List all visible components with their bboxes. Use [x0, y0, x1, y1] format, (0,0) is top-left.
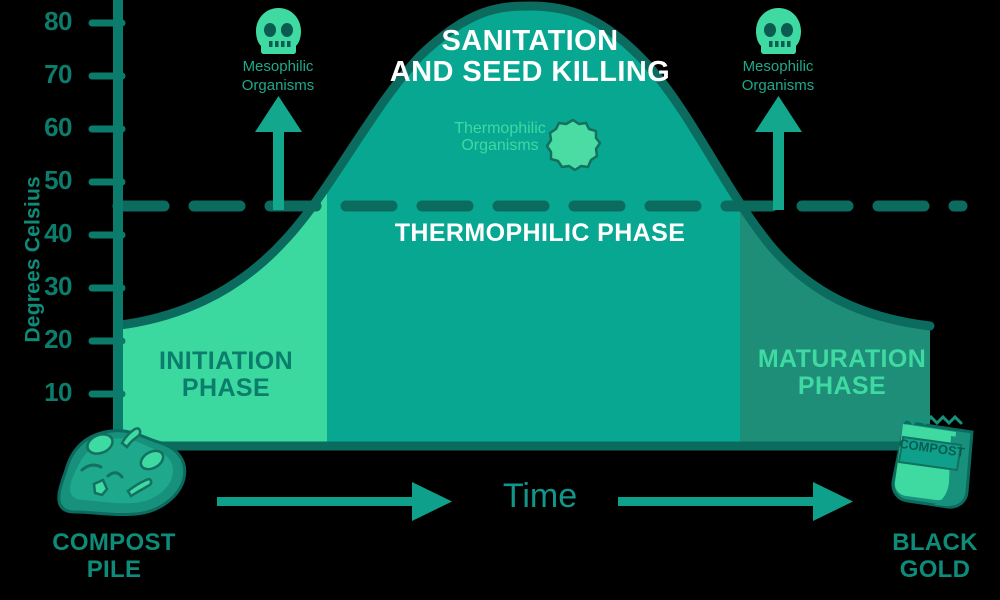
temperature-curve [115, 1, 935, 331]
mesophilic-organisms-right-label: Mesophilic Organisms [741, 58, 815, 94]
initiation-phase-label: INITIATION PHASE [158, 347, 294, 402]
skull-right-icon [756, 8, 801, 54]
thermophilic-phase-label: THERMOPHILIC PHASE [394, 219, 686, 247]
area-thermophilic-phase [327, 6, 740, 444]
y-tick-30: 30 [44, 271, 72, 301]
y-tick-60: 60 [44, 112, 72, 142]
compost-pile-illustration [57, 427, 187, 517]
black-gold-label: BLACK GOLD [892, 529, 978, 583]
y-tick-80: 80 [44, 6, 72, 36]
thermophilic-organisms-label: Thermophilic Organisms [454, 120, 546, 155]
y-tick-20: 20 [44, 324, 72, 354]
microbe-icon [545, 118, 602, 172]
area-maturation-phase [740, 203, 930, 444]
time-arrow-right [618, 482, 853, 521]
y-tick-40: 40 [44, 218, 72, 248]
skull-left-icon [256, 8, 301, 54]
y-tick-50: 50 [44, 165, 72, 195]
mesophilic-right-arrow [755, 96, 802, 210]
compost-bag-illustration [891, 414, 974, 509]
sanitation-and-seed-killing-label: SANITATION AND SEED KILLING [389, 25, 671, 89]
compost-pile-label: COMPOST PILE [52, 529, 176, 583]
mesophilic-organisms-left-label: Mesophilic Organisms [241, 58, 315, 94]
y-axis-ticks [88, 19, 126, 398]
y-tick-10: 10 [44, 377, 72, 407]
maturation-phase-label: MATURATION PHASE [757, 345, 927, 400]
time-arrow-left [217, 482, 452, 521]
x-axis-title: Time [502, 477, 578, 515]
y-tick-70: 70 [44, 59, 72, 89]
mesophilic-left-arrow [255, 96, 302, 210]
